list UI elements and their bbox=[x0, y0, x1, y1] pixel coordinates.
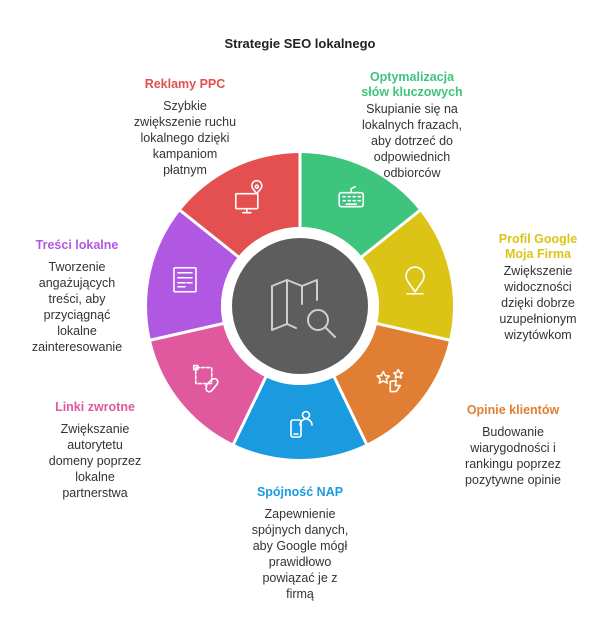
segment-heading: Treści lokalne bbox=[35, 238, 119, 252]
map-pin-icon bbox=[405, 266, 425, 295]
segment-description: Tworzenie angażujących treści, aby przyc… bbox=[31, 260, 123, 354]
label-ppc-ads: Reklamy PPC Szybkie zwiększenie ruchu lo… bbox=[120, 77, 250, 178]
segment-heading: Opinie klientów bbox=[466, 403, 560, 417]
segment-divider bbox=[148, 321, 226, 342]
segment-stars-review bbox=[334, 323, 450, 444]
segment-phone-contact bbox=[233, 377, 367, 459]
segment-icons bbox=[173, 179, 425, 438]
segment-divider bbox=[332, 374, 369, 447]
segment-divider bbox=[359, 208, 423, 260]
segment-heading: Reklamy PPC bbox=[144, 77, 226, 91]
segment-description: Budowanie wiarygodności i rankingu poprz… bbox=[465, 425, 561, 487]
segment-monitor-location bbox=[180, 153, 300, 257]
phone-contact-icon bbox=[290, 410, 313, 438]
stars-review-icon bbox=[376, 368, 404, 393]
segment-heading: Optymalizacja słów kluczowych bbox=[361, 70, 463, 99]
segment-description: Zapewnienie spójnych danych, aby Google … bbox=[251, 507, 349, 601]
label-local-content: Treści lokalne Tworzenie angażujących tr… bbox=[12, 238, 142, 355]
monitor-location-icon bbox=[235, 179, 263, 214]
label-customer-reviews: Opinie klientów Budowanie wiarygodności … bbox=[448, 403, 578, 488]
segment-description: Szybkie zwiększenie ruchu lokalnego dzię… bbox=[133, 99, 237, 177]
center-hub bbox=[232, 238, 368, 374]
article-icon bbox=[173, 266, 197, 293]
segment-divider bbox=[374, 321, 452, 342]
segment-description: Zwiększenie widoczności dzięki dobrze uz… bbox=[499, 264, 577, 342]
segment-article bbox=[146, 210, 239, 341]
wheel-segments bbox=[146, 151, 453, 459]
label-nap-consistency: Spójność NAP Zapewnienie spójnych danych… bbox=[236, 485, 364, 602]
segment-description: Skupianie się na lokalnych frazach, aby … bbox=[361, 102, 463, 180]
map-search-icon bbox=[271, 279, 336, 338]
segment-heading: Linki zwrotne bbox=[55, 400, 135, 414]
keyboard-icon bbox=[338, 185, 364, 208]
segment-heading: Spójność NAP bbox=[256, 485, 344, 499]
segment-map-pin bbox=[361, 210, 453, 341]
diagram-title: Strategie SEO lokalnego bbox=[224, 36, 376, 51]
segment-divider bbox=[177, 208, 241, 260]
label-google-business-profile: Profil Google Moja Firma Zwiększenie wid… bbox=[478, 232, 598, 343]
segment-keyboard bbox=[300, 153, 420, 257]
label-keyword-optimization: Optymalizacja słów kluczowych Skupianie … bbox=[348, 70, 476, 181]
label-backlinks: Linki zwrotne Zwiększanie autorytetu dom… bbox=[30, 400, 160, 501]
segment-heading: Profil Google Moja Firma bbox=[498, 232, 578, 261]
segment-divider bbox=[231, 374, 268, 447]
link-icon bbox=[192, 364, 219, 393]
segment-description: Zwiększanie autorytetu domeny poprzez lo… bbox=[48, 422, 142, 500]
